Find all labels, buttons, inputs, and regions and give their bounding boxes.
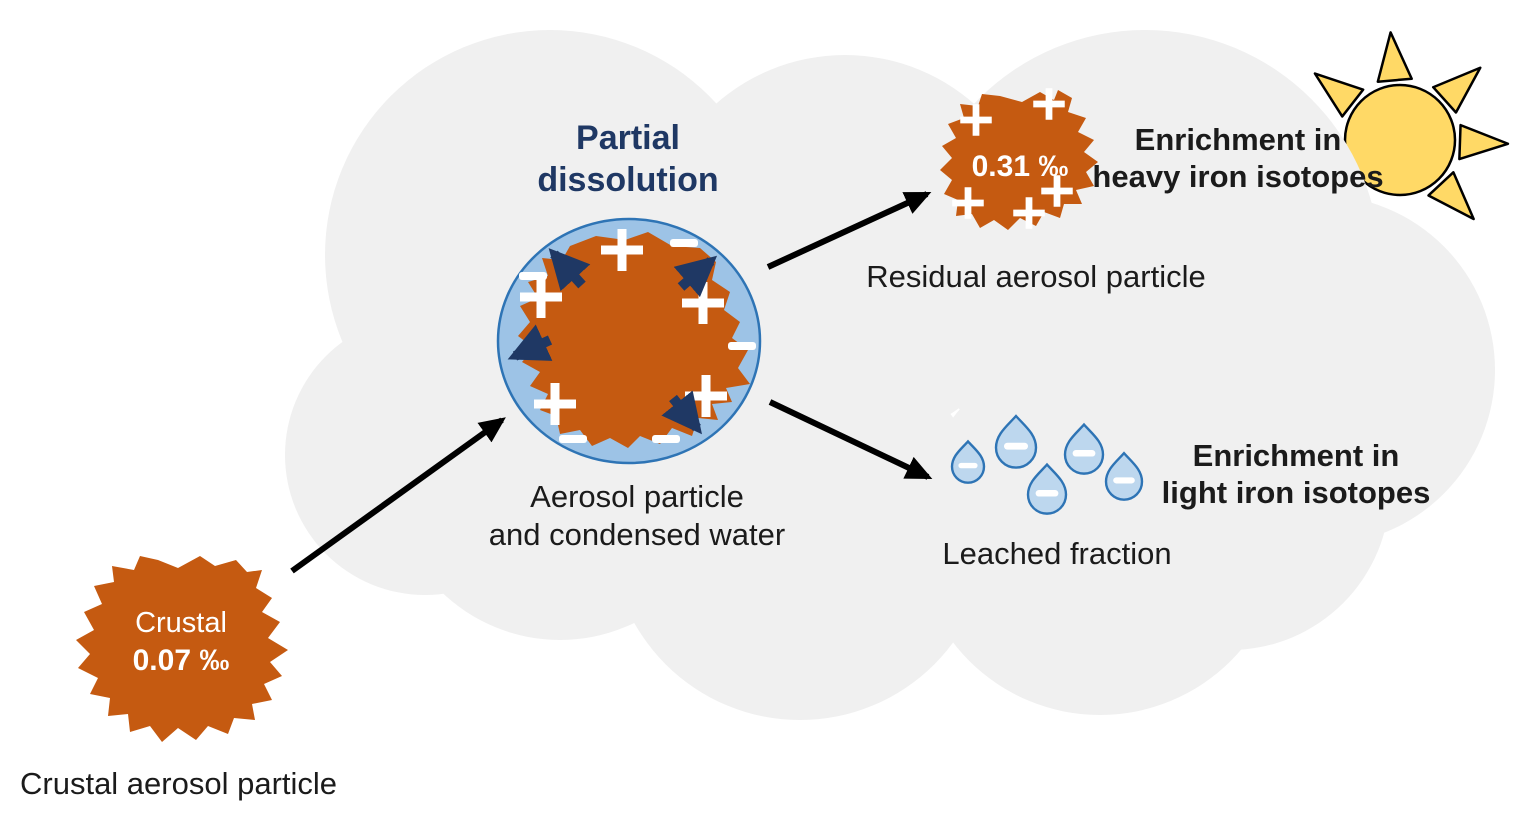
- crustal-value: 0.07 ‰: [133, 644, 230, 677]
- sun-disc: [1343, 83, 1457, 197]
- residual-value: 0.31 ‰: [972, 150, 1069, 183]
- dissolution-arrow-left: [507, 324, 553, 361]
- crustal-caption: Crustal aerosol particle: [20, 766, 337, 801]
- light-isotopes-heading-line1: Enrichment in: [1193, 438, 1400, 473]
- crustal-particle: Crustal 0.07 ‰: [76, 556, 288, 742]
- sun-ray-right: [1458, 123, 1510, 163]
- sun-icon: [1303, 29, 1510, 232]
- arrow-circle-to-residual: [766, 191, 932, 270]
- crustal-label: Crustal: [135, 607, 227, 639]
- arrow-circle-to-leached: [768, 399, 933, 480]
- aerosol-water-caption-line2: and condensed water: [489, 517, 785, 552]
- dissolution-arrow-down-right: [661, 390, 702, 435]
- aerosol-water-circle: [496, 217, 762, 465]
- arrow-crustal-to-circle: [290, 417, 506, 574]
- aerosol-water-caption-line1: Aerosol particle: [530, 479, 744, 514]
- minus-icon: [519, 272, 547, 280]
- minus-icon: [652, 435, 680, 443]
- light-isotopes-heading-line2: light iron isotopes: [1162, 475, 1431, 510]
- heavy-isotopes-heading-line1: Enrichment in: [1135, 122, 1342, 157]
- minus-icon: [559, 435, 587, 443]
- sun-ray-top: [1372, 29, 1413, 83]
- dissolution-arrow-up-left: [548, 248, 591, 292]
- residual-particle: 0.31 ‰: [940, 88, 1098, 230]
- dissolution-arrow-up-right: [673, 255, 718, 298]
- minus-icon: [728, 342, 756, 350]
- crustal-particle-blob: [76, 556, 288, 742]
- residual-caption: Residual aerosol particle: [866, 259, 1205, 294]
- minus-icon: [670, 239, 698, 247]
- heavy-isotopes-heading-line2: heavy iron isotopes: [1092, 159, 1383, 194]
- leached-caption: Leached fraction: [942, 536, 1171, 571]
- partial-dissolution-title-line2: dissolution: [537, 161, 718, 199]
- partial-dissolution-title-line1: Partial: [576, 119, 680, 157]
